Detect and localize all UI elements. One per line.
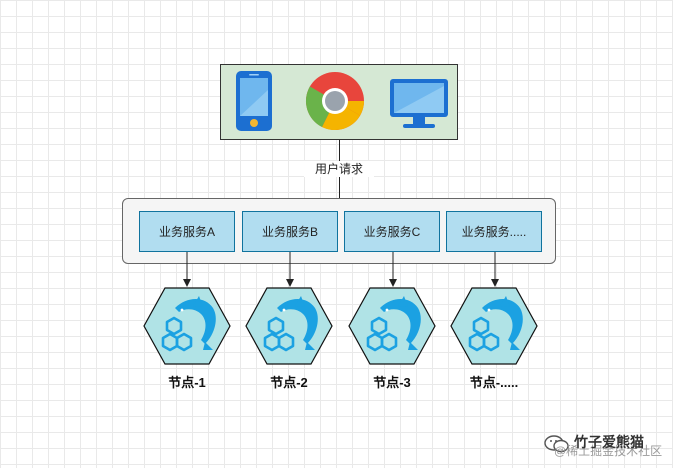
arrow-down-icon — [183, 252, 191, 287]
arrow-down-icon — [389, 252, 397, 287]
service-box-a: 业务服务A — [139, 211, 235, 252]
chrome-browser-icon — [305, 72, 364, 131]
node-label-1: 节点-1 — [168, 375, 206, 390]
desktop-monitor-icon — [390, 79, 448, 128]
watermark-front-text: 竹子爱熊猫 — [574, 434, 644, 450]
service-box-more: 业务服务..... — [446, 211, 542, 252]
arrow-down-icon — [491, 252, 499, 287]
service-box-c: 业务服务C — [344, 211, 440, 252]
watermark-back-text: @稀土掘金技术社区 — [554, 444, 663, 458]
wechat-logo-icon — [544, 435, 569, 453]
mysql-node-icon — [245, 287, 333, 365]
mysql-node-icon — [450, 287, 538, 365]
mysql-node-icon — [348, 287, 436, 365]
service-box-b: 业务服务B — [242, 211, 338, 252]
node-label-2: 节点-2 — [270, 375, 308, 390]
node-label-3: 节点-3 — [373, 375, 411, 390]
node-label-more: 节点-..... — [469, 375, 519, 390]
arrow-down-icon — [286, 252, 294, 287]
mobile-phone-icon — [236, 71, 272, 131]
mysql-node-icon — [143, 287, 231, 365]
watermark: @稀土掘金技术社区 竹子爱熊猫 — [544, 430, 668, 460]
request-label: 用户请求 — [304, 161, 374, 177]
